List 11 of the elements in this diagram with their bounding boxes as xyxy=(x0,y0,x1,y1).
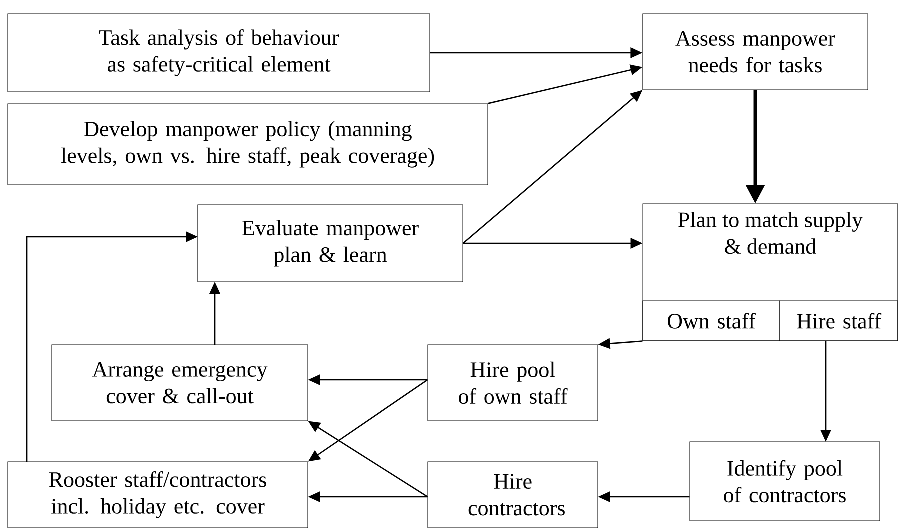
process-box: Task analysis of behaviour as safety-critical element xyxy=(8,14,430,92)
process-box: Hire staff xyxy=(780,300,898,342)
process-box: Arrange emergency cover & call-out xyxy=(52,344,308,422)
process-box: Assess manpower needs for tasks xyxy=(642,14,868,90)
process-box: Rooster staff/contractors incl. holiday etc. cover xyxy=(8,462,308,528)
process-box: Evaluate manpower plan & learn xyxy=(198,204,464,282)
process-box: Develop manpower policy (manning levels, own vs. hire staff, peak coverage) xyxy=(8,104,488,186)
process-box: Own staff xyxy=(642,300,780,342)
process-box: Hire contractors xyxy=(428,462,598,528)
process-box: Identify pool of contractors xyxy=(690,442,880,522)
process-box: Hire pool of own staff xyxy=(428,344,598,422)
